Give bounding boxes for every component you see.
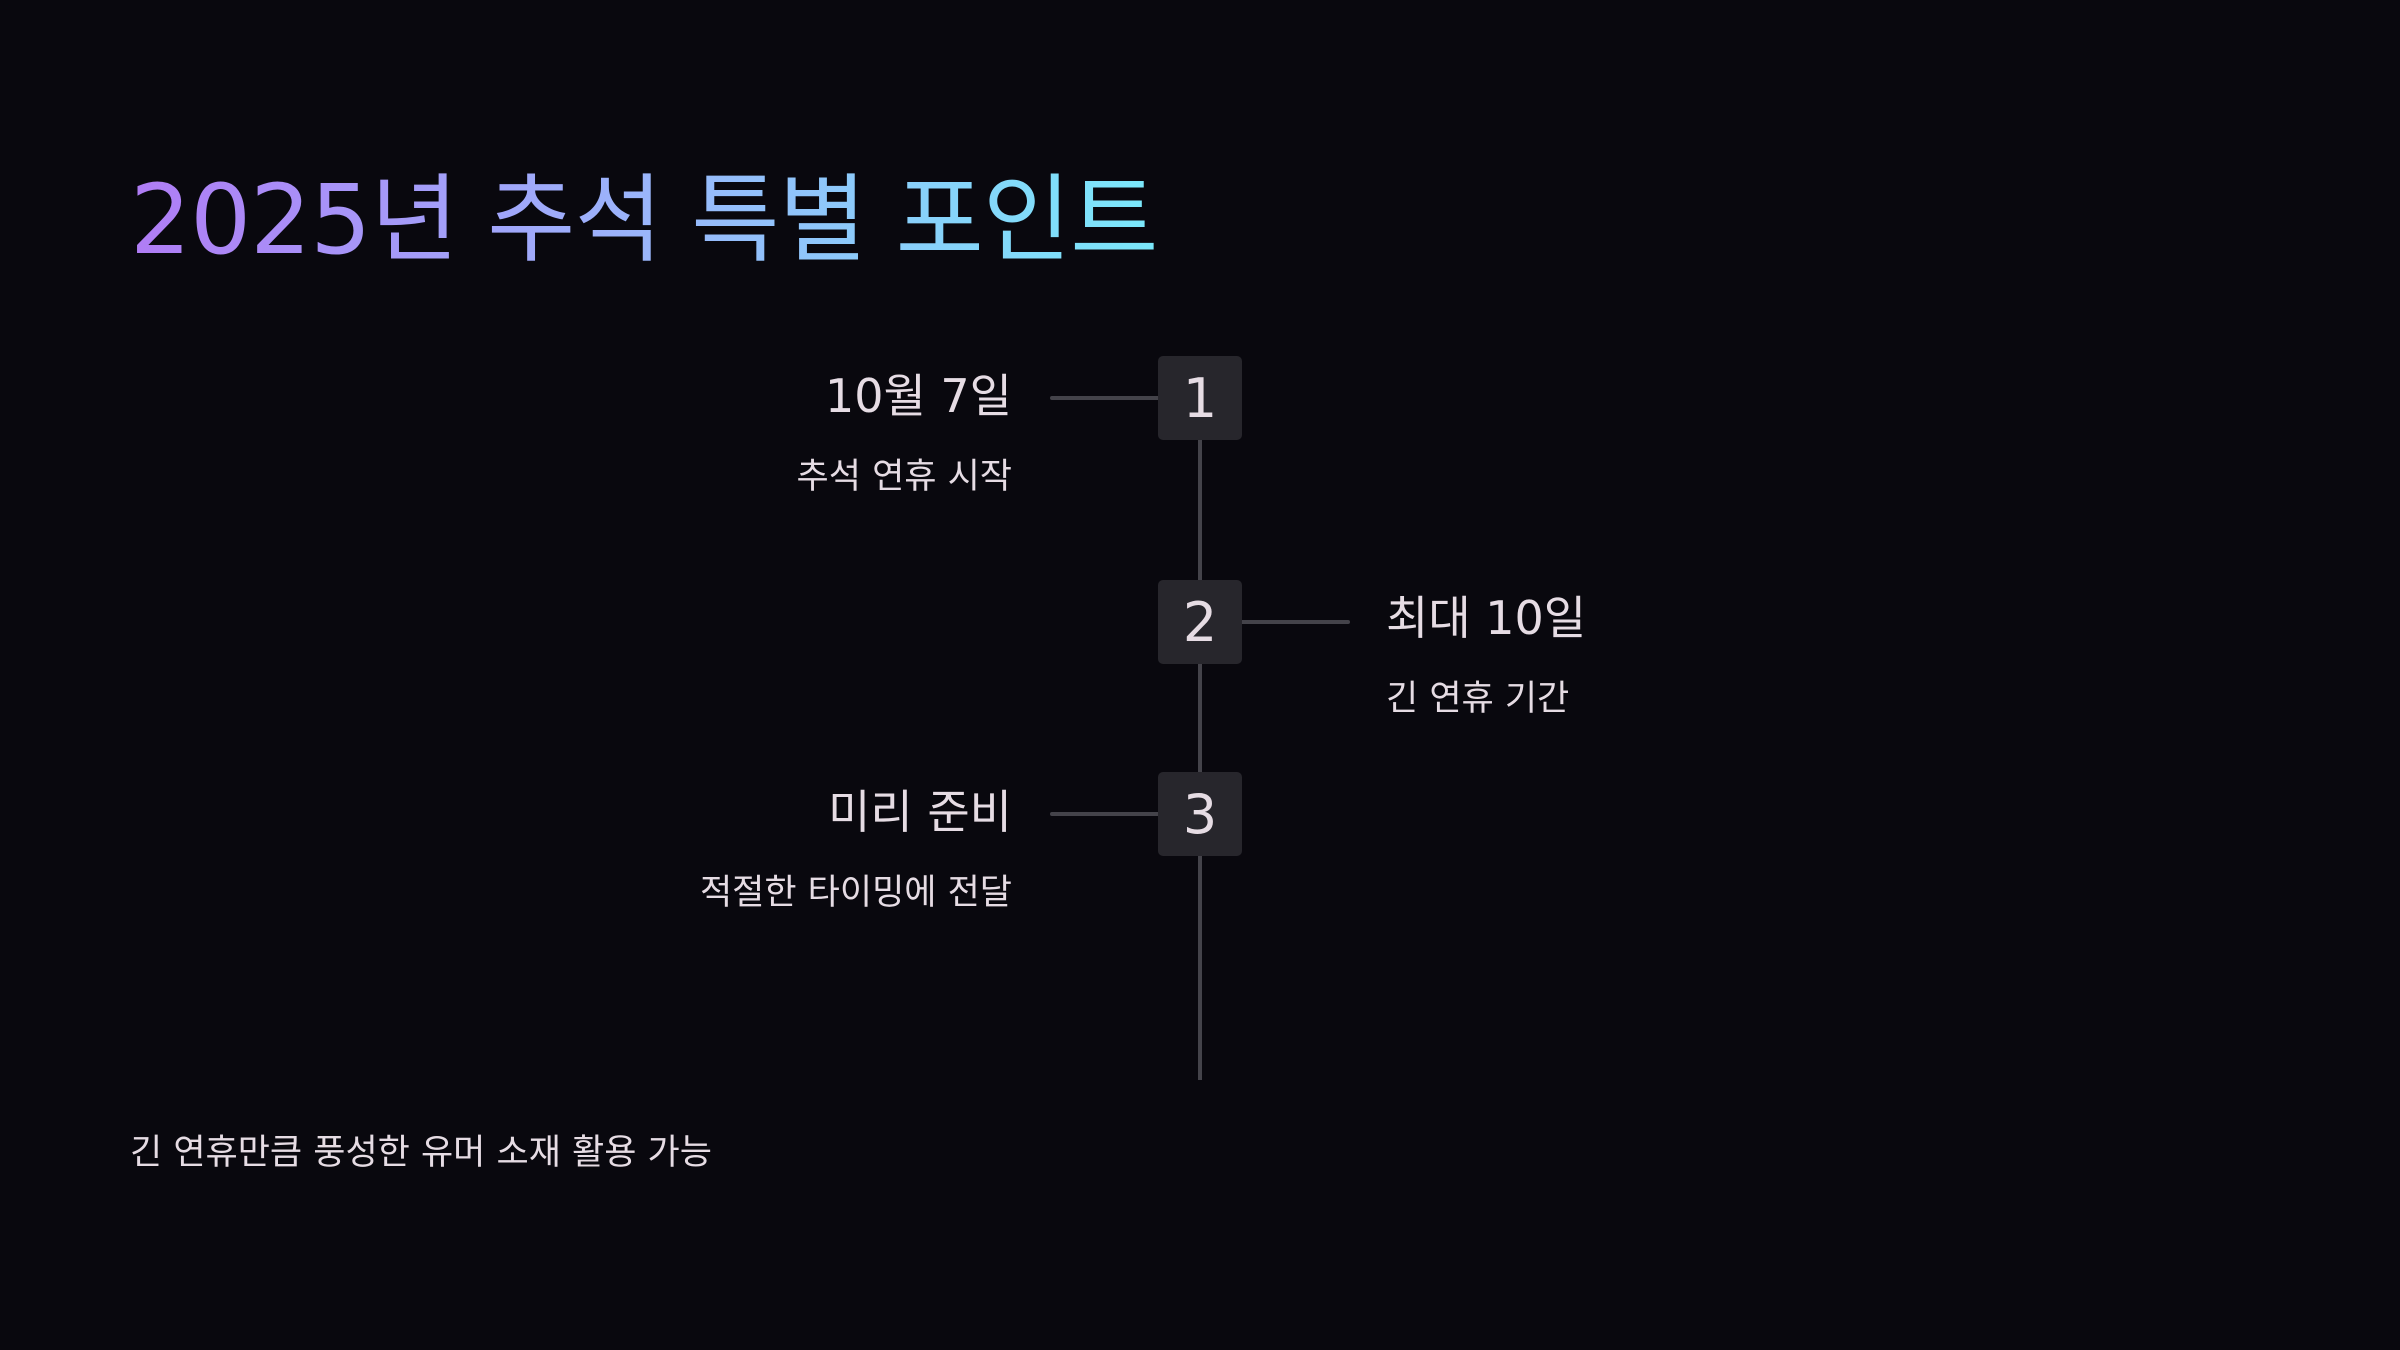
timeline-node-number: 2 [1182,590,1218,654]
timeline-item-subtitle: 긴 연휴 기간 [1386,679,1570,719]
timeline-item-subtitle: 추석 연휴 시작 [796,457,1012,497]
timeline-node-number: 1 [1182,366,1218,430]
page-title: 2025년 추석 특별 포인트 [130,160,1158,280]
timeline-item-subtitle: 적절한 타이밍에 전달 [699,873,1012,913]
timeline-item-heading: 최대 10일 [1386,591,1587,645]
timeline-node-number: 3 [1182,782,1218,846]
timeline-item-1: 10월 7일 추석 연휴 시작 [797,366,1012,502]
timeline-item-heading: 미리 준비 [828,785,1012,839]
timeline-connector-1 [1050,396,1160,400]
timeline-item-heading: 10월 7일 [824,369,1012,423]
footer-note: 긴 연휴만큼 풍성한 유머 소재 활용 가능 [130,1133,712,1173]
timeline-item-3: 미리 준비 적절한 타이밍에 전달 [700,782,1012,918]
timeline-connector-2 [1240,620,1350,624]
timeline-item-2: 최대 10일 긴 연휴 기간 [1386,588,1586,724]
timeline-node-1: 1 [1158,356,1242,440]
timeline-node-3: 3 [1158,772,1242,856]
timeline-node-2: 2 [1158,580,1242,664]
timeline-vertical-line [1198,398,1202,1080]
timeline-connector-3 [1050,812,1160,816]
